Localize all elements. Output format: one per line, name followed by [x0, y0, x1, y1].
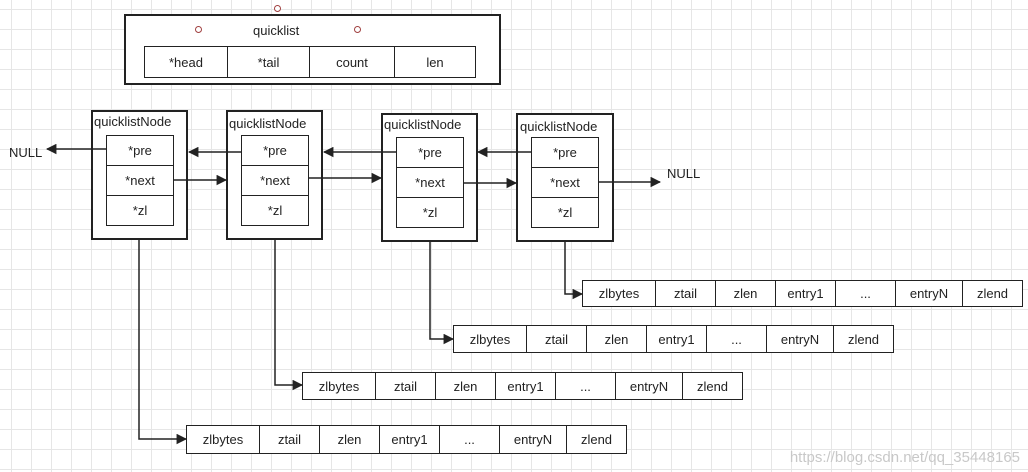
ziplist-ztail: ztail [375, 372, 436, 400]
null-label-left: NULL [9, 145, 43, 160]
selection-handle[interactable] [354, 26, 361, 33]
node-title: quicklistNode [229, 116, 307, 131]
node-4-next: *next [531, 167, 599, 198]
ziplist-entry1: entry1 [646, 325, 707, 353]
ziplist-ellipsis: ... [835, 280, 896, 307]
ziplist-zlend: zlend [566, 425, 627, 454]
node-title: quicklistNode [520, 119, 598, 134]
ziplist-entryN: entryN [615, 372, 683, 400]
selection-handle[interactable] [274, 5, 281, 12]
ziplist-ztail: ztail [259, 425, 320, 454]
ziplist-entry1: entry1 [495, 372, 556, 400]
quicklist-field-tail: *tail [227, 46, 310, 78]
node-2-zl: *zl [241, 195, 309, 226]
quicklist-field-count: count [309, 46, 395, 78]
ziplist-ztail: ztail [655, 280, 716, 307]
node-1-zl: *zl [106, 195, 174, 226]
ziplist-zlbytes: zlbytes [186, 425, 260, 454]
ziplist-ellipsis: ... [439, 425, 500, 454]
ziplist-zlen: zlen [435, 372, 496, 400]
ziplist-zlbytes: zlbytes [302, 372, 376, 400]
quicklist-field-head: *head [144, 46, 228, 78]
zl-arrow-node4 [564, 242, 584, 300]
watermark: https://blog.csdn.net/qq_35448165 [789, 449, 1020, 466]
node-title: quicklistNode [94, 114, 172, 129]
ziplist-entryN: entryN [895, 280, 963, 307]
node-1-next: *next [106, 165, 174, 196]
ziplist-entryN: entryN [499, 425, 567, 454]
ziplist-ellipsis: ... [555, 372, 616, 400]
node-3-zl: *zl [396, 197, 464, 228]
ziplist-entry1: entry1 [775, 280, 836, 307]
node-4-zl: *zl [531, 197, 599, 228]
null-label-right: NULL [667, 166, 701, 181]
node-2-pre: *pre [241, 135, 309, 166]
ziplist-zlend: zlend [833, 325, 894, 353]
zl-arrow-node3 [429, 242, 455, 345]
ziplist-zlend: zlend [682, 372, 743, 400]
ziplist-zlbytes: zlbytes [453, 325, 527, 353]
ziplist-zlend: zlend [962, 280, 1023, 307]
node-1-pre: *pre [106, 135, 174, 166]
ziplist-node-2: zlbytes ztail zlen entry1 ... entryN zle… [302, 372, 744, 400]
ziplist-zlen: zlen [586, 325, 647, 353]
selection-handle[interactable] [195, 26, 202, 33]
ziplist-entry1: entry1 [379, 425, 440, 454]
ziplist-entryN: entryN [766, 325, 834, 353]
ziplist-zlbytes: zlbytes [582, 280, 656, 307]
node-2-next: *next [241, 165, 309, 196]
ziplist-node-1: zlbytes ztail zlen entry1 ... entryN zle… [186, 425, 628, 454]
node-title: quicklistNode [384, 117, 462, 132]
ziplist-ellipsis: ... [706, 325, 767, 353]
zl-arrow-node1 [138, 240, 188, 445]
ziplist-zlen: zlen [715, 280, 776, 307]
node-3-pre: *pre [396, 137, 464, 168]
zl-arrow-node2 [274, 240, 304, 391]
quicklist-title: quicklist [253, 23, 300, 38]
ziplist-node-3: zlbytes ztail zlen entry1 ... entryN zle… [453, 325, 895, 353]
ziplist-ztail: ztail [526, 325, 587, 353]
ziplist-node-4: zlbytes ztail zlen entry1 ... entryN zle… [582, 280, 1024, 307]
quicklist-field-len: len [394, 46, 476, 78]
